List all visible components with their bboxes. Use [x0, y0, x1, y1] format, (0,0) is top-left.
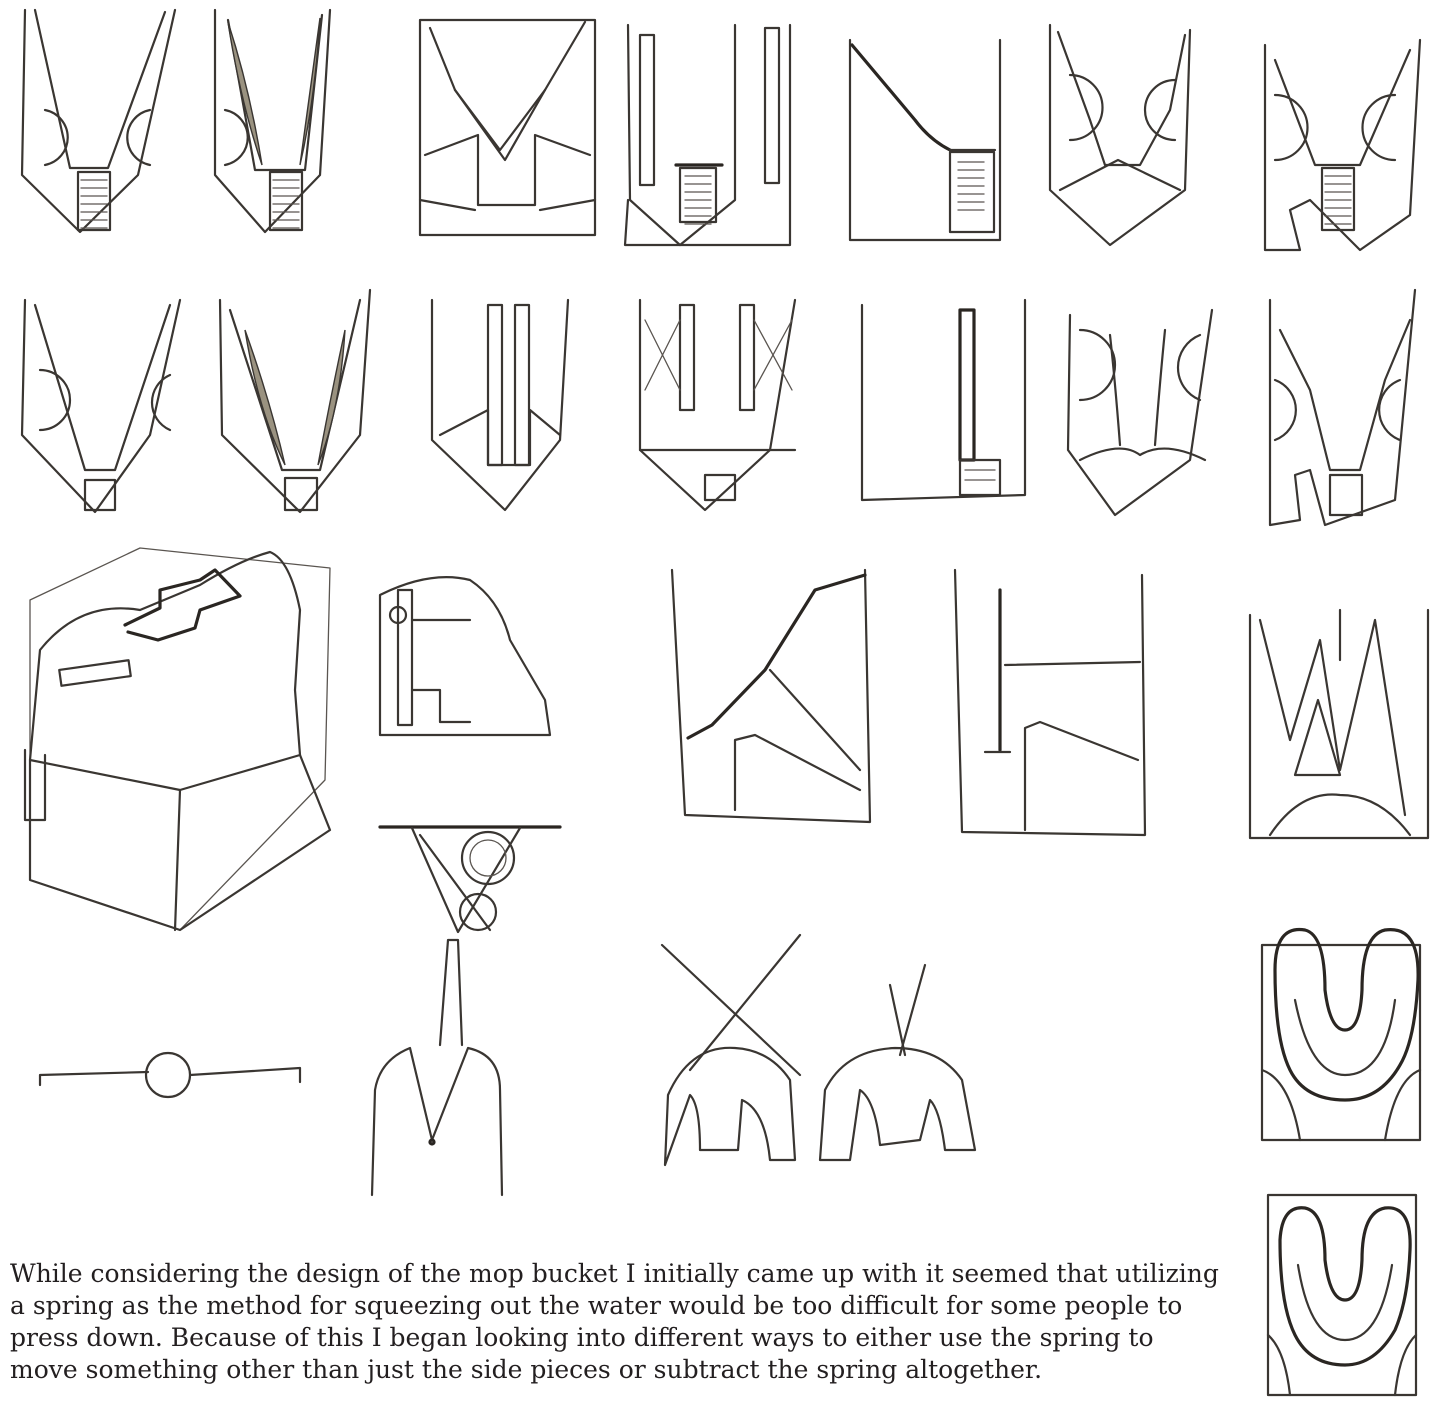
- scissor-wringer: [662, 935, 975, 1165]
- hinged-wringer-1: [672, 570, 870, 822]
- wringer-concept-10: [432, 300, 568, 510]
- u-wringer-2: [1268, 1195, 1416, 1395]
- wringer-concept-12: [862, 300, 1025, 500]
- a-frame-wringer: [1250, 610, 1428, 838]
- gear-mechanism: [380, 827, 560, 1045]
- wringer-concept-8: [22, 300, 180, 512]
- wringer-concept-6: [1050, 25, 1190, 245]
- v-clamp: [372, 1048, 502, 1195]
- spring-icon: [958, 162, 984, 210]
- wringer-concept-13: [1068, 310, 1212, 515]
- caption-paragraph: While considering the design of the mop …: [10, 1258, 1220, 1386]
- wringer-concept-2: [215, 10, 330, 232]
- wringer-concept-5: [850, 40, 1000, 240]
- hinged-wringer-2: [955, 570, 1145, 835]
- wringer-concept-7: [1265, 40, 1420, 250]
- wringer-concept-11: [640, 300, 795, 510]
- pivot-bar: [40, 1053, 300, 1097]
- spring-icon: [1325, 176, 1351, 224]
- wringer-concept-4: [625, 25, 790, 245]
- bucket-perspective: [25, 548, 330, 930]
- wringer-concept-14: [1270, 290, 1415, 525]
- spring-icon: [81, 180, 107, 228]
- lever-mechanism: [380, 577, 550, 735]
- spring-icon: [685, 176, 711, 224]
- wringer-concept-3: [420, 20, 595, 235]
- u-wringer-1: [1262, 930, 1420, 1141]
- wringer-concept-9: [220, 290, 370, 512]
- wringer-concept-1: [22, 10, 175, 232]
